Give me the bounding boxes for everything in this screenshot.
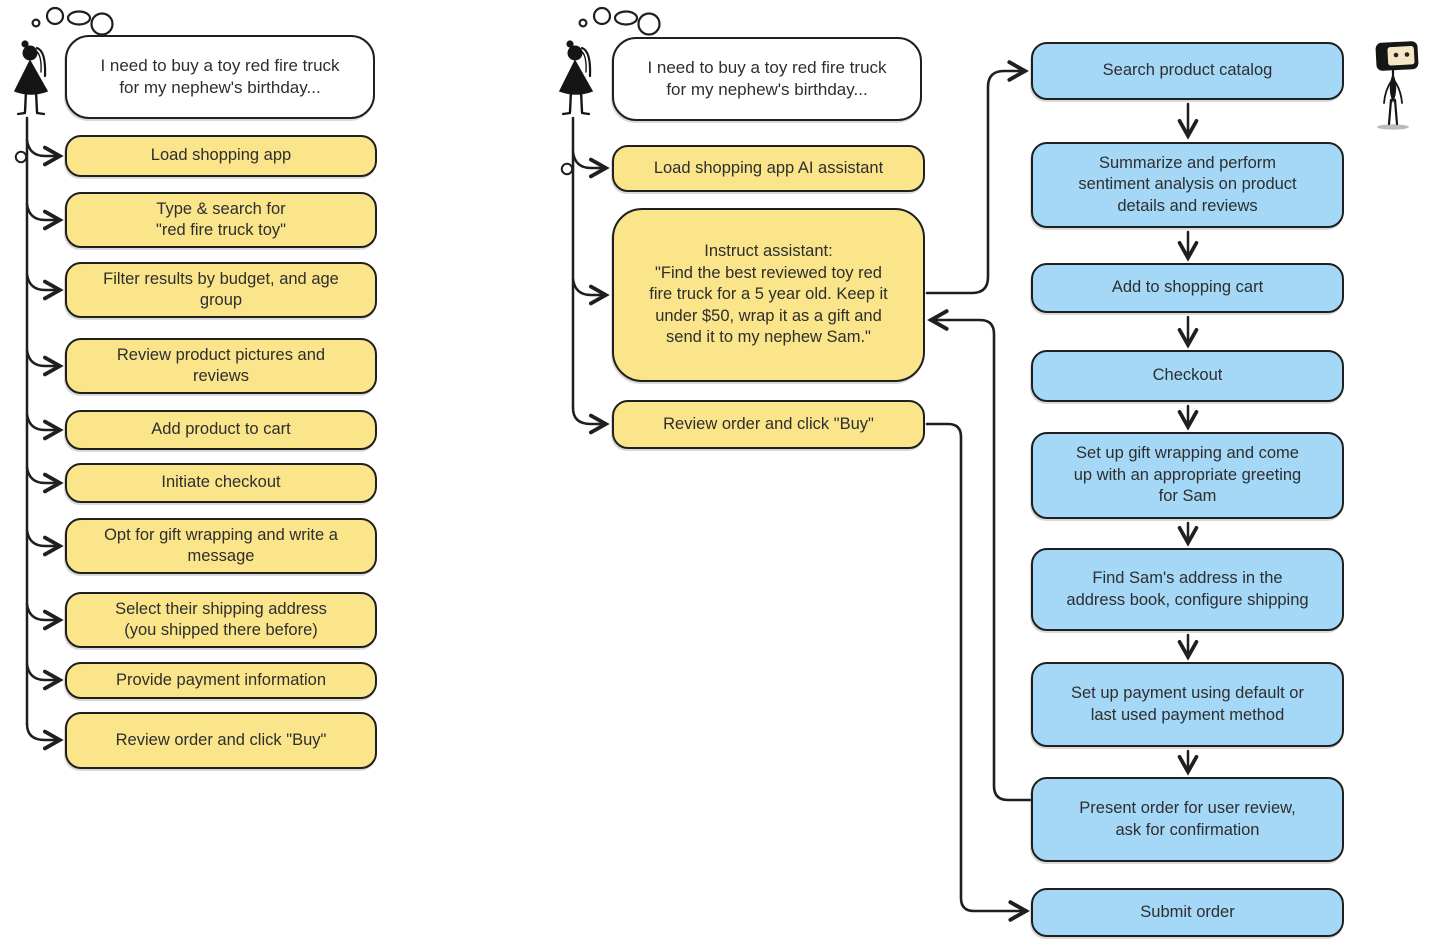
user-figure	[13, 40, 49, 116]
agent-step-2-label: Summarize and perform sentiment analysis…	[1078, 153, 1297, 215]
agent-step-1-box: Search product catalog	[1031, 42, 1344, 100]
manual-step-9-box: Provide payment information	[65, 662, 377, 699]
agent-step-4-box: Checkout	[1031, 350, 1344, 402]
agent-step-9-box: Submit order	[1031, 888, 1344, 937]
manual-step-3-box: Filter results by budget, and age group	[65, 262, 377, 318]
robot-icon	[1375, 41, 1419, 130]
manual-step-2-box: Type & search for "red fire truck toy"	[65, 192, 377, 248]
instruct-to-search-connector	[925, 71, 1023, 295]
user-figure-assisted	[558, 40, 594, 116]
manual-step-5-box: Add product to cart	[65, 410, 377, 450]
agent-step-7-label: Set up payment using default or last use…	[1071, 684, 1304, 724]
manual-flow-branch-arrows	[14, 116, 58, 740]
assisted-thought-bubble: I need to buy a toy red fire truck for m…	[612, 37, 922, 121]
agent-step-5-label: Set up gift wrapping and come up with an…	[1073, 444, 1302, 506]
agent-step-3-box: Add to shopping cart	[1031, 263, 1344, 313]
agent-step-4-label: Checkout	[1152, 366, 1223, 385]
manual-step-7-label: Opt for gift wrapping and write a messag…	[104, 525, 338, 565]
present-to-instruct-connector	[933, 320, 1032, 802]
manual-step-10-box: Review order and click "Buy"	[65, 712, 377, 769]
agent-step-8-box: Present order for user review, ask for c…	[1031, 777, 1344, 862]
assisted-user-step-3-box: Review order and click "Buy"	[612, 400, 925, 449]
assisted-user-step-3-label: Review order and click "Buy"	[663, 414, 874, 433]
manual-step-1-box: Load shopping app	[65, 135, 377, 177]
manual-step-10-label: Review order and click "Buy"	[115, 730, 327, 749]
review-to-submit-connector	[925, 422, 1024, 911]
manual-step-8-box: Select their shipping address (you shipp…	[65, 592, 377, 648]
manual-step-7-box: Opt for gift wrapping and write a messag…	[65, 518, 377, 574]
manual-step-3-label: Filter results by budget, and age group	[103, 269, 339, 309]
thought-dots-assisted	[578, 6, 661, 36]
agent-step-3-label: Add to shopping cart	[1111, 278, 1264, 297]
agent-step-6-box: Find Sam's address in the address book, …	[1031, 548, 1344, 631]
assisted-flow-branch-arrows	[560, 116, 604, 424]
assisted-user-step-1-box: Load shopping app AI assistant	[612, 145, 925, 192]
manual-step-1-label: Load shopping app	[150, 146, 292, 165]
manual-step-9-label: Provide payment information	[115, 670, 327, 689]
assisted-user-step-2-label: Instruct assistant: "Find the best revie…	[649, 242, 888, 347]
assisted-user-step-1-label: Load shopping app AI assistant	[653, 158, 884, 177]
thought-dots-manual	[31, 6, 114, 36]
manual-step-6-label: Initiate checkout	[161, 473, 281, 492]
agent-step-2-box: Summarize and perform sentiment analysis…	[1031, 142, 1344, 228]
assisted-user-step-2-box: Instruct assistant: "Find the best revie…	[612, 208, 925, 382]
agent-step-1-label: Search product catalog	[1102, 61, 1273, 80]
agent-step-5-box: Set up gift wrapping and come up with an…	[1031, 432, 1344, 519]
manual-step-6-box: Initiate checkout	[65, 463, 377, 503]
agent-step-6-label: Find Sam's address in the address book, …	[1066, 569, 1309, 609]
cross-connectors	[925, 71, 1032, 911]
manual-step-8-label: Select their shipping address (you shipp…	[115, 599, 327, 639]
assisted-thought-text: I need to buy a toy red fire truck for m…	[647, 57, 887, 99]
manual-step-2-label: Type & search for "red fire truck toy"	[155, 199, 286, 239]
agent-step-7-box: Set up payment using default or last use…	[1031, 662, 1344, 747]
agent-step-8-label: Present order for user review, ask for c…	[1079, 799, 1296, 839]
manual-step-4-box: Review product pictures and reviews	[65, 338, 377, 394]
agent-step-9-label: Submit order	[1140, 902, 1235, 921]
manual-step-4-label: Review product pictures and reviews	[116, 345, 326, 385]
manual-thought-bubble: I need to buy a toy red fire truck for m…	[65, 35, 375, 119]
manual-thought-text: I need to buy a toy red fire truck for m…	[100, 55, 340, 97]
manual-step-5-label: Add product to cart	[151, 420, 291, 439]
